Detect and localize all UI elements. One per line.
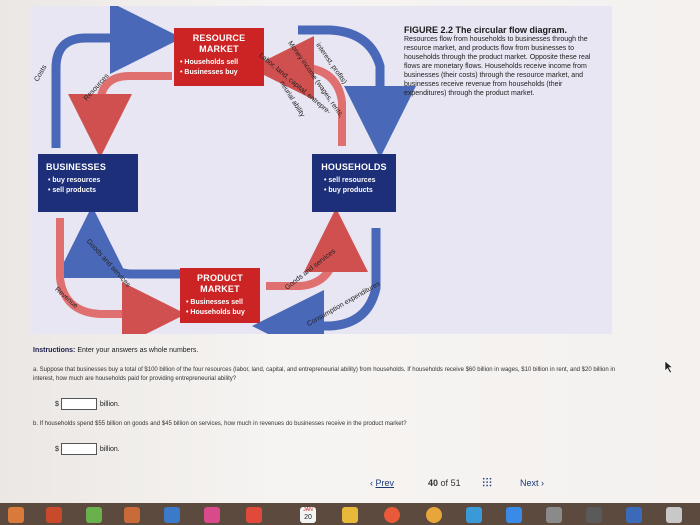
answer-a-input[interactable] [60, 398, 97, 410]
dock-app-icon[interactable] [124, 507, 140, 523]
calendar-month: JAN [303, 507, 313, 513]
next-button[interactable]: Next › [520, 478, 544, 488]
calendar-icon[interactable]: JAN 20 [300, 507, 316, 523]
resource-market-item: • Businesses buy [180, 69, 238, 76]
dock-app-icon[interactable] [666, 507, 682, 523]
resource-market-box: RESOURCE MARKET • Households sell • Busi… [174, 28, 264, 86]
page-indicator: 40 of 51 [428, 478, 461, 488]
goods-left-arrow [56, 206, 180, 279]
chevron-left-icon: ‹ [370, 478, 376, 488]
goods-right-arrow [266, 208, 368, 290]
businesses-box: BUSINESSES • buy resources • sell produc… [38, 154, 138, 212]
dock-app-icon[interactable] [246, 507, 262, 523]
dock-app-icon[interactable] [164, 507, 180, 523]
households-item: • sell resources [324, 177, 376, 184]
money-income-arrow [298, 25, 416, 158]
resources-arrow [68, 72, 172, 158]
grid-menu-icon[interactable] [482, 477, 492, 487]
instructions: Instructions: Enter your answers as whol… [33, 347, 198, 354]
dock-app-icon[interactable] [46, 507, 62, 523]
households-box: HOUSEHOLDS • sell resources • buy produc… [312, 154, 396, 212]
circular-flow-figure: RESOURCE MARKET • Households sell • Busi… [30, 6, 612, 334]
resource-market-title-1: RESOURCE [192, 33, 246, 43]
pagination: ‹ Prev 40 of 51 Next › [330, 473, 630, 493]
app-store-icon[interactable] [506, 507, 522, 523]
revenue-arrow [56, 218, 186, 334]
figure-caption-title: FIGURE 2.2 The circular flow diagram. [404, 25, 568, 35]
chevron-right-icon: › [538, 478, 545, 488]
instructions-text: Enter your answers as whole numbers. [77, 347, 199, 354]
prev-label: Prev [375, 478, 395, 488]
consumption-arrow [252, 228, 381, 334]
businesses-item: • buy resources [48, 177, 101, 184]
dock: JAN 20 [0, 503, 700, 525]
dock-app-icon[interactable] [626, 507, 642, 523]
product-market-title-1: PRODUCT [197, 273, 243, 283]
next-label: Next [520, 478, 539, 488]
notes-icon[interactable] [342, 507, 358, 523]
question-b-text: b. If households spend $55 billion on go… [33, 421, 407, 427]
product-market-item: • Businesses sell [186, 299, 243, 306]
page-of: of [440, 478, 449, 488]
instructions-label: Instructions: [33, 347, 76, 354]
calendar-day: 20 [304, 514, 312, 521]
cursor-icon [664, 360, 674, 374]
resource-market-item: • Households sell [180, 59, 239, 66]
dock-app-icon[interactable] [8, 507, 24, 523]
dollar-sign: $ [55, 400, 59, 408]
dollar-sign: $ [55, 445, 59, 453]
product-market-box: PRODUCT MARKET • Businesses sell • House… [180, 268, 260, 323]
households-item: • buy products [324, 187, 373, 194]
answer-b-input[interactable] [60, 443, 97, 455]
photos-icon[interactable] [426, 507, 442, 523]
prev-button[interactable]: ‹ Prev [370, 478, 394, 488]
costs-arrow [51, 6, 182, 148]
households-title: HOUSEHOLDS [321, 162, 387, 172]
dock-app-icon[interactable] [546, 507, 562, 523]
product-market-title-2: MARKET [200, 284, 240, 294]
dock-app-icon[interactable] [384, 507, 400, 523]
current-page: 40 [428, 478, 439, 488]
resource-market-title-2: MARKET [199, 44, 239, 54]
question-a-answer: $ billion. [55, 398, 120, 410]
unit-label: billion. [99, 445, 120, 453]
dock-app-icon[interactable] [204, 507, 220, 523]
businesses-title: BUSINESSES [46, 162, 107, 172]
dock-app-icon[interactable] [586, 507, 602, 523]
question-a-text: a. Suppose that businesses buy a total o… [33, 367, 616, 382]
figure-caption: FIGURE 2.2 The circular flow diagram. Re… [404, 26, 604, 98]
businesses-item: • sell products [48, 187, 96, 194]
figure-caption-body: Resources flow from households to busine… [404, 36, 591, 97]
unit-label: billion. [99, 400, 120, 408]
total-pages: 51 [450, 478, 461, 488]
flow-arrows [51, 6, 416, 334]
dock-app-icon[interactable] [466, 507, 482, 523]
question-b-answer: $ billion. [55, 443, 120, 455]
labor-arrow [250, 36, 346, 146]
product-market-item: • Households buy [186, 309, 245, 316]
maps-icon[interactable] [86, 507, 102, 523]
